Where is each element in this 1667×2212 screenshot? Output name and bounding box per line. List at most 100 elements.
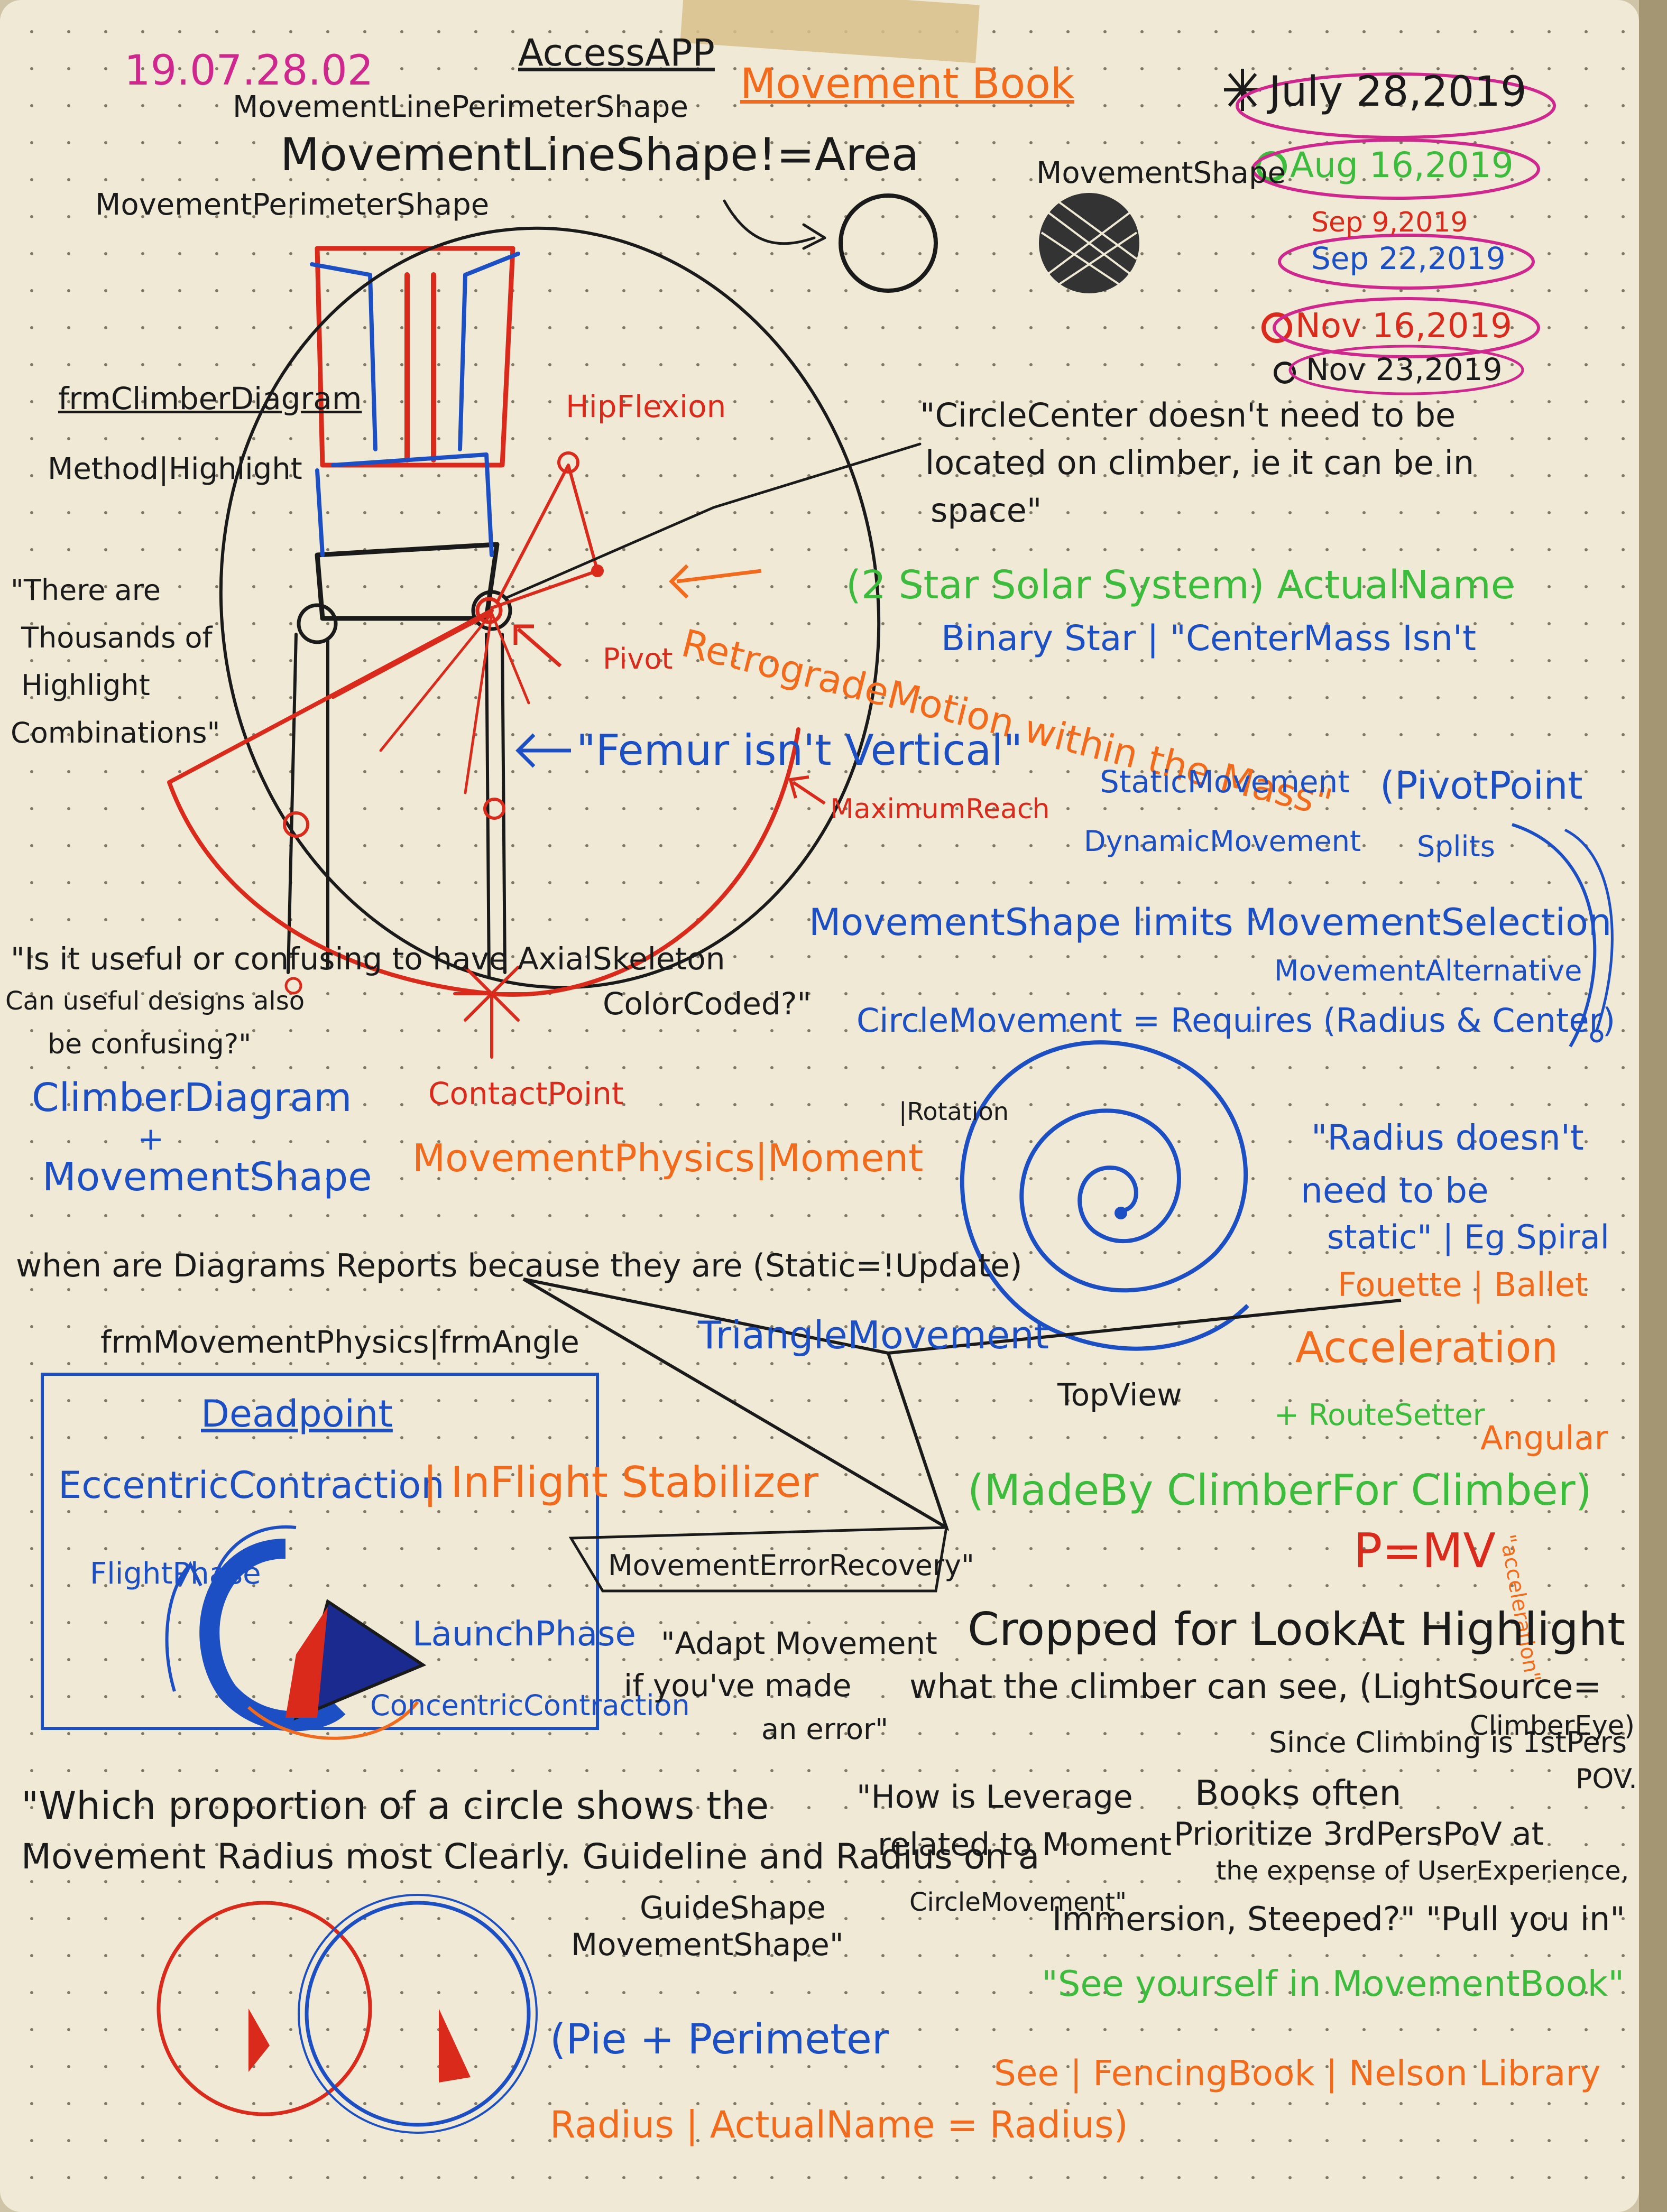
note-text: static" | Eg Spiral	[1327, 1218, 1609, 1256]
note-text: ClimberEye)	[1470, 1710, 1635, 1742]
note-text: when are Diagrams Reports because they a…	[16, 1247, 1023, 1284]
note-text: frmClimberDiagram	[58, 381, 362, 417]
spiral-icon	[960, 1040, 1249, 1351]
note-text: MovementLineShape!=Area	[280, 128, 919, 181]
note-text: ColorCoded?"	[603, 986, 812, 1022]
date-entry: Nov 23,2019	[1306, 351, 1503, 387]
note-text: Combinations"	[11, 716, 220, 749]
note-text: Radius | ActualName = Radius)	[550, 2103, 1128, 2146]
note-text: Prioritize 3rdPersPoV at	[1174, 1816, 1544, 1853]
note-text: "Is it useful or confusing to have Axial…	[11, 941, 725, 977]
note-text: (MadeBy ClimberFor Climber)	[968, 1466, 1592, 1515]
note-text: MovementPhysics|Moment	[412, 1136, 924, 1180]
note-text: "There are	[11, 573, 161, 607]
note-text: related to Moment	[878, 1826, 1172, 1863]
note-text: Books often	[1195, 1773, 1402, 1813]
arrow-icon	[788, 775, 826, 805]
note-text: ContactPoint	[428, 1076, 624, 1112]
note-text: CircleMovement"	[909, 1887, 1127, 1917]
note-text: MovementAlternative	[1274, 954, 1582, 987]
note-text: GuideShape	[640, 1890, 826, 1926]
outline-circle-icon	[839, 193, 938, 293]
asterisk-icon	[1224, 69, 1261, 111]
arrow-icon	[669, 564, 762, 599]
note-text: Acceleration	[1295, 1323, 1559, 1372]
note-text: be confusing?"	[48, 1029, 252, 1060]
note-text: LaunchPhase	[412, 1615, 636, 1654]
note-text: space"	[931, 491, 1042, 530]
note-text: ClimberDiagram	[32, 1075, 352, 1121]
climber-figure	[167, 199, 922, 1059]
note-text: + RouteSetter	[1274, 1398, 1485, 1432]
pie-circle-blue	[305, 1901, 531, 2127]
note-text: (Pie + Perimeter	[550, 2016, 889, 2063]
note-text: Splits	[1417, 830, 1495, 863]
note-text: Binary Star | "CenterMass Isn't	[941, 618, 1476, 659]
note-text: FlightPhase	[90, 1557, 261, 1591]
red-circle-icon	[1261, 312, 1292, 343]
timestamp-note: 19.07.28.02	[124, 47, 374, 95]
note-text: EccentricContraction	[58, 1464, 445, 1507]
note-text: what the climber can see, (LightSource=	[909, 1668, 1601, 1707]
note-text: MovementErrorRecovery"	[608, 1549, 974, 1582]
note-text: the expense of UserExperience,	[1216, 1856, 1629, 1886]
deadpoint-box	[41, 1373, 599, 1730]
note-text: Since Climbing is 1stPers	[1269, 1726, 1627, 1759]
note-text: | InFlight Stabilizer	[423, 1458, 819, 1507]
note-text: "Which proportion of a circle shows the	[21, 1783, 769, 1828]
note-text: "Adapt Movement	[661, 1625, 937, 1661]
date-entry: Aug 16,2019	[1290, 145, 1514, 186]
flight-phase-arc	[199, 1539, 346, 1732]
note-text: MovementShape	[1036, 156, 1286, 190]
note-text: "How is Leverage	[856, 1779, 1133, 1816]
note-text: MovementPerimeterShape	[95, 188, 490, 222]
note-text: Method|Highlight	[48, 452, 302, 486]
note-text: CircleMovement = Requires (Radius & Cent…	[856, 1001, 1616, 1040]
note-text: DynamicMovement	[1084, 825, 1361, 858]
masking-tape	[680, 0, 980, 63]
book-title: Movement Book	[740, 60, 1075, 108]
note-text: MovementShape	[42, 1154, 372, 1200]
app-title: AccessAPP	[518, 31, 715, 75]
note-text: (2 Star Solar System) ActualName	[846, 562, 1515, 608]
note-text: |Rotation	[899, 1097, 1009, 1126]
note-text: "Radius doesn't	[1311, 1117, 1584, 1158]
date-entry: Sep 9,2019	[1311, 207, 1468, 238]
note-text: "Femur isn't Vertical"	[576, 726, 1023, 775]
note-text: +	[137, 1121, 164, 1158]
note-text: Pivot	[603, 642, 673, 675]
note-text: ConcentricContraction	[370, 1689, 690, 1722]
note-text: MovementLinePerimeterShape	[233, 90, 688, 124]
note-text: MaximumReach	[830, 793, 1050, 825]
note-text: TriangleMovement	[698, 1313, 1049, 1357]
note-text: Cropped for LookAt Highlight	[968, 1603, 1625, 1656]
note-text: Immersion, Steeped?" "Pull you in"	[1052, 1900, 1625, 1938]
arrow-icon	[513, 624, 562, 668]
note-text: Deadpoint	[201, 1392, 393, 1436]
note-text: "CircleCenter doesn't need to be	[920, 396, 1456, 434]
note-text: Movement Radius most Clearly. Guideline …	[21, 1836, 1040, 1877]
table-edge	[1639, 0, 1667, 2212]
note-text: if you've made	[624, 1668, 852, 1704]
black-circle-icon	[1274, 362, 1296, 384]
note-text: See | FencingBook | Nelson Library	[994, 2053, 1601, 2094]
note-text: Thousands of	[21, 621, 213, 654]
note-text: TopView	[1057, 1377, 1182, 1413]
hatched-circle-icon	[1039, 193, 1139, 293]
note-text: MovementShape"	[571, 1927, 844, 1963]
note-text: located on climber, ie it can be in	[925, 443, 1475, 482]
note-text: an error"	[761, 1713, 889, 1746]
note-text: Highlight	[21, 669, 150, 702]
note-text: Can useful designs also	[5, 986, 305, 1016]
note-text: Angular	[1480, 1419, 1608, 1457]
note-text: frmMovementPhysics|frmAngle	[100, 1324, 579, 1360]
arrow-icon	[515, 733, 571, 768]
note-text: POV.	[1576, 1763, 1637, 1795]
note-text: HipFlexion	[566, 388, 726, 424]
note-text: MovementShape limits MovementSelection	[809, 901, 1612, 944]
note-text: (PivotPoint	[1380, 763, 1583, 808]
note-text: "See yourself in MovementBook"	[1042, 1963, 1625, 2004]
note-text: Fouette | Ballet	[1338, 1265, 1588, 1304]
